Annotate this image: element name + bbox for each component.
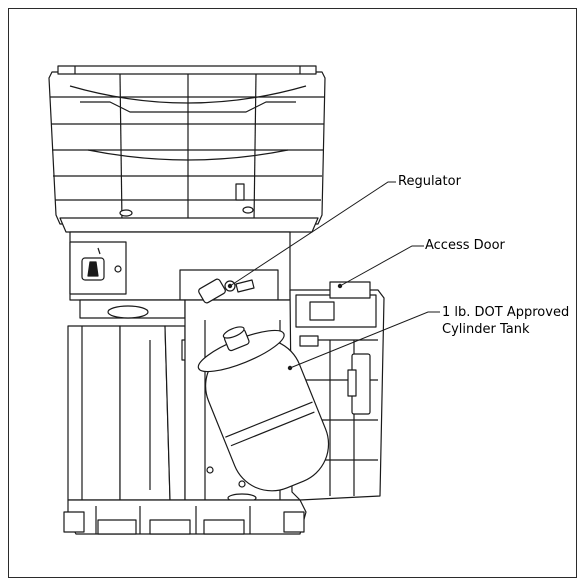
regulator-leader-line: [229, 181, 396, 287]
regulator-callout-label: Regulator: [398, 174, 461, 189]
access-door-leader-line: [339, 245, 424, 287]
heater-base: [63, 499, 307, 535]
cylinder-tank-leader-line: [289, 311, 440, 369]
propane-cylinder: [197, 326, 330, 492]
access-door-callout-label: Access Door: [425, 238, 505, 253]
cylinder-tank-leader-dot: [287, 365, 293, 371]
access-door-leader-dot: [337, 283, 343, 289]
left-housing: [67, 299, 193, 501]
regulator-leader-dot: [227, 283, 233, 289]
cylinder-tank-callout-label: 1 lb. DOT Approved Cylinder Tank: [442, 305, 570, 337]
heat-guard-grill: [48, 65, 326, 233]
control-panel: [69, 231, 291, 301]
